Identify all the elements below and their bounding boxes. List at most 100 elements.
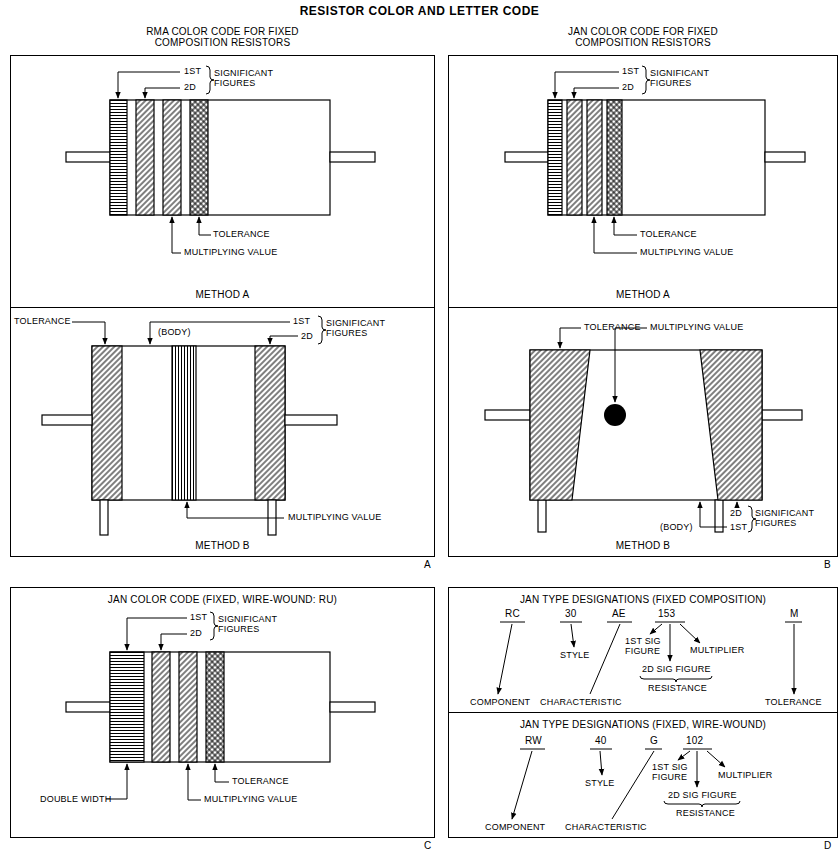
callout-label: 2D bbox=[190, 628, 202, 638]
callout-label: RESISTANCE bbox=[648, 683, 707, 693]
panel-caption: METHOD A bbox=[452, 289, 834, 300]
leader-line bbox=[199, 217, 211, 235]
color-band bbox=[152, 652, 170, 762]
leader-line bbox=[187, 502, 284, 518]
callout-label: SIGNIFICANT FIGURES bbox=[650, 68, 720, 88]
panel-box: RMA COLOR CODE FOR FIXED COMPOSITION RES… bbox=[10, 55, 435, 308]
leader-line bbox=[600, 751, 602, 775]
leader-line bbox=[150, 322, 290, 344]
color-band bbox=[567, 100, 582, 215]
type-code: 102 bbox=[686, 735, 703, 746]
callout-label: MULTIPLIER bbox=[718, 770, 772, 780]
leader-line bbox=[670, 624, 671, 661]
lead bbox=[330, 702, 375, 712]
callout-label: TOLERANCE bbox=[14, 316, 71, 326]
callout-label: 1ST bbox=[190, 612, 207, 622]
color-band bbox=[172, 346, 196, 500]
panel-box: JAN COLOR CODE FOR FIXED COMPOSITION RES… bbox=[448, 55, 838, 308]
drawing bbox=[42, 66, 805, 819]
leader-line bbox=[571, 624, 574, 647]
rule-line bbox=[683, 749, 712, 750]
callout-label: 2D SIG FIGURE bbox=[642, 664, 711, 674]
lead bbox=[765, 152, 805, 162]
callout-label: MULTIPLYING VALUE bbox=[288, 512, 381, 522]
brace bbox=[318, 316, 326, 344]
end-band bbox=[92, 346, 122, 500]
callout-label: DOUBLE WIDTH bbox=[40, 794, 111, 804]
panel-caption: JAN TYPE DESIGNATIONS (FIXED COMPOSITION… bbox=[452, 594, 834, 605]
color-band bbox=[136, 100, 154, 215]
leader-line bbox=[737, 502, 738, 507]
leader-line bbox=[680, 624, 700, 643]
type-code: M bbox=[790, 608, 799, 619]
callout-label: 2D bbox=[301, 331, 313, 341]
color-band bbox=[190, 100, 208, 215]
callout-label: TOLERANCE bbox=[213, 229, 270, 239]
end-band bbox=[255, 346, 285, 500]
callout-label: 1ST SIG FIGURE bbox=[652, 762, 696, 782]
leader-line bbox=[555, 72, 619, 98]
panel-caption: METHOD B bbox=[14, 540, 431, 551]
brace bbox=[210, 612, 218, 640]
leader-line bbox=[594, 217, 637, 253]
lead bbox=[42, 415, 92, 425]
leader-line bbox=[650, 624, 662, 634]
type-code: 40 bbox=[595, 735, 607, 746]
panel-caption: JAN TYPE DESIGNATIONS (FIXED, WIRE-WOUND… bbox=[452, 719, 834, 730]
rule-line bbox=[612, 751, 654, 819]
leader-line bbox=[615, 328, 647, 402]
rule-line bbox=[500, 622, 525, 623]
panel-heading: JAN COLOR CODE FOR FIXED COMPOSITION RES… bbox=[558, 26, 728, 48]
panel-heading: RMA COLOR CODE FOR FIXED COMPOSITION RES… bbox=[138, 26, 308, 48]
panel-caption: METHOD B bbox=[452, 540, 834, 551]
leader-line bbox=[512, 751, 532, 819]
resistor-body bbox=[92, 346, 285, 500]
panel-letter: B bbox=[824, 560, 831, 570]
leader-line bbox=[106, 764, 127, 799]
callout-label: TOLERANCE bbox=[765, 697, 822, 707]
resistor-body bbox=[110, 100, 330, 215]
callout-label: 1ST bbox=[730, 522, 747, 532]
type-code: AE bbox=[612, 608, 626, 619]
color-band bbox=[179, 652, 197, 762]
leader-line bbox=[498, 624, 512, 694]
leader-line bbox=[172, 217, 181, 253]
lead bbox=[285, 415, 337, 425]
leader-line bbox=[707, 751, 725, 767]
leader-line bbox=[270, 336, 298, 344]
multiplier-dot bbox=[604, 404, 626, 426]
callout-label: RESISTANCE bbox=[676, 808, 735, 818]
callout-label: TOLERANCE bbox=[232, 776, 289, 786]
lead bbox=[66, 152, 110, 162]
title: RESISTOR COLOR AND LETTER CODE bbox=[0, 4, 839, 18]
lead bbox=[505, 152, 548, 162]
callout-label: STYLE bbox=[585, 778, 615, 788]
callout-label: SIGNIFICANT FIGURES bbox=[214, 68, 284, 88]
color-band bbox=[587, 100, 602, 215]
lead bbox=[485, 410, 530, 420]
callout-label: 2D bbox=[730, 508, 742, 518]
end-band bbox=[700, 350, 762, 500]
resistor-body bbox=[110, 652, 330, 762]
panel-letter: C bbox=[424, 841, 431, 851]
lead bbox=[66, 702, 110, 712]
callout-label: TOLERANCE bbox=[584, 322, 641, 332]
color-band bbox=[607, 100, 622, 215]
rule-line bbox=[520, 749, 545, 750]
lead bbox=[538, 500, 546, 532]
leader-line bbox=[574, 88, 619, 98]
type-code: 153 bbox=[658, 608, 675, 619]
rule-line bbox=[785, 622, 802, 623]
callout-label: 1ST bbox=[622, 66, 639, 76]
leader-line bbox=[188, 764, 201, 800]
color-band bbox=[110, 652, 144, 762]
color-band bbox=[163, 100, 181, 215]
leader-line bbox=[118, 72, 180, 98]
callout-label: SIGNIFICANT FIGURES bbox=[326, 318, 396, 338]
leader-line bbox=[560, 328, 581, 348]
resistor-body bbox=[548, 100, 765, 215]
brace bbox=[206, 66, 214, 94]
rule-line bbox=[590, 749, 612, 750]
end-band bbox=[530, 350, 590, 500]
